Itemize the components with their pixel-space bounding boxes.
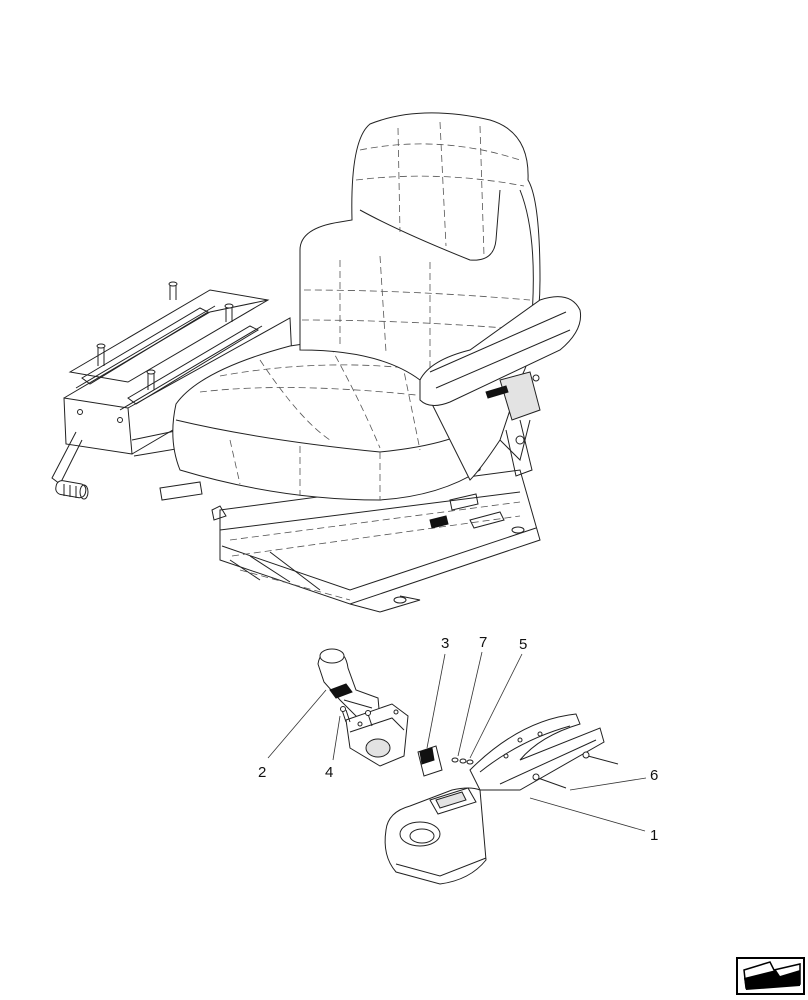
seat-suspension-base [211,469,541,613]
joystick-base [345,703,409,767]
joystick-handle [317,648,381,725]
callout-5: 5 [519,636,527,653]
callout-1: 1 [650,827,658,844]
bolts [532,751,619,789]
callout-3: 3 [441,635,449,652]
callout-labels: 2 4 3 7 5 6 1 [258,634,658,844]
seat-armrest [419,296,582,477]
armrest-console-housing [384,787,487,885]
console-bracket [469,713,605,791]
seat-assembly [51,112,582,613]
seat-mounting-rails [51,281,293,501]
callout-7: 7 [479,634,487,651]
next-page-arrow-icon[interactable] [736,957,805,995]
leader-lines [267,651,647,832]
callout-4: 4 [325,764,333,781]
switch-module [417,745,443,777]
callout-2: 2 [258,764,266,781]
washers [451,757,474,765]
joystick-mounting-screws [340,706,373,727]
callout-6: 6 [650,767,658,784]
